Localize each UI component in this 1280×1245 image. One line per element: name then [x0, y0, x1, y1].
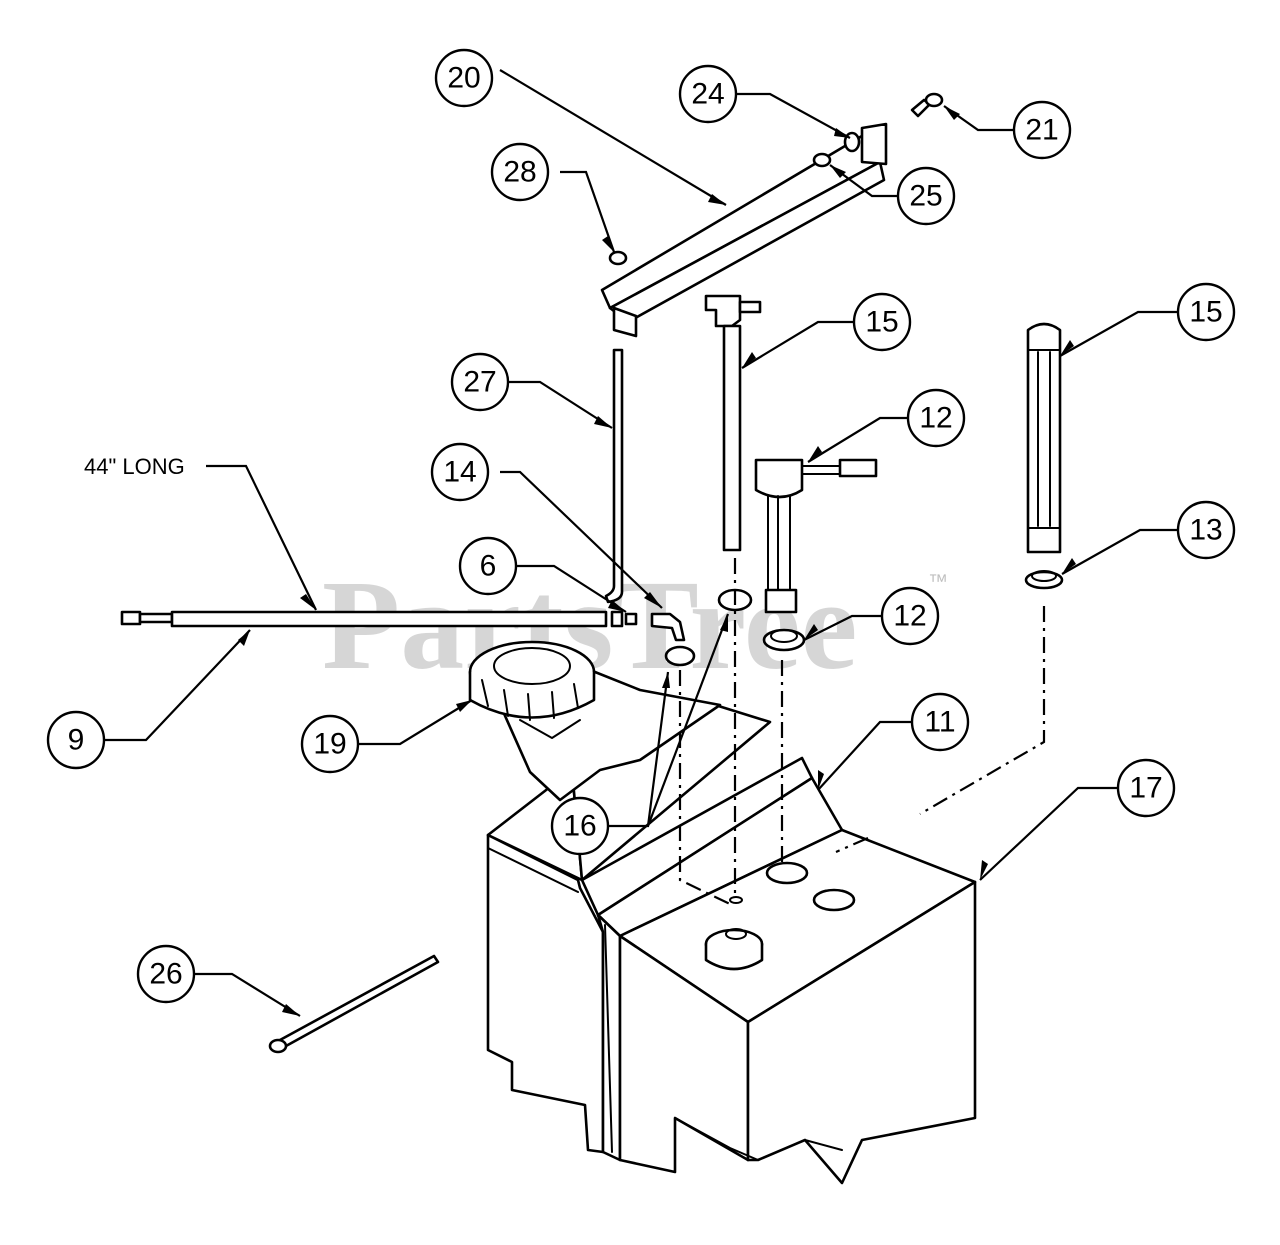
arrowheads [238, 106, 1076, 1016]
callout-28: 28 [490, 142, 550, 202]
callout-25: 25 [896, 166, 956, 226]
callout-12-ring-label: 12 [893, 600, 926, 633]
callout-26: 26 [136, 944, 196, 1004]
callout-20: 20 [434, 48, 494, 108]
cable-tie [268, 954, 440, 1054]
callout-14: 14 [430, 442, 490, 502]
callout-24: 24 [678, 64, 738, 124]
hose-length-note: 44" LONG [84, 454, 185, 479]
callout-6: 6 [458, 536, 518, 596]
callout-17: 17 [1116, 758, 1176, 818]
callout-24-label: 24 [691, 78, 724, 111]
callout-21: 21 [1012, 100, 1072, 160]
callout-11-label: 11 [924, 706, 955, 739]
rod [604, 348, 624, 604]
callout-9-label: 9 [68, 724, 85, 757]
callout-17-label: 17 [1129, 772, 1162, 805]
callout-27: 27 [450, 352, 510, 412]
callout-21-label: 21 [1025, 114, 1058, 147]
callout-15-outlet: 15 [852, 292, 912, 352]
watermark-trademark: ™ [928, 571, 948, 593]
callout-16-label: 16 [563, 810, 596, 843]
callout-12-sender: 12 [906, 388, 966, 448]
callout-15-outlet-label: 15 [865, 306, 898, 339]
sight-gauge [1024, 322, 1064, 590]
callout-15-gauge-label: 15 [1189, 296, 1222, 329]
callout-6-label: 6 [480, 550, 497, 583]
callout-13: 13 [1176, 500, 1236, 560]
callout-27-label: 27 [463, 366, 496, 399]
callout-19-label: 19 [313, 728, 346, 761]
fuel-cap [468, 640, 722, 802]
callout-20-label: 20 [447, 62, 480, 95]
fuel-sender [754, 458, 878, 652]
callout-12-ring: 12 [880, 586, 940, 646]
fuel-hose [120, 610, 686, 642]
callout-15-gauge: 15 [1176, 282, 1236, 342]
leader-lines [94, 69, 1178, 1017]
callout-28-label: 28 [503, 156, 536, 189]
callout-19: 19 [300, 714, 360, 774]
callout-16: 16 [550, 796, 610, 856]
bracket [600, 92, 944, 338]
callout-13-label: 13 [1189, 514, 1222, 547]
callout-14-label: 14 [443, 456, 476, 489]
callout-25-label: 25 [909, 180, 942, 213]
fuel-outlet-fitting [704, 294, 762, 552]
callout-11: 11 [910, 692, 970, 752]
callout-12-sender-label: 12 [919, 402, 952, 435]
callout-9: 9 [46, 710, 106, 770]
callout-26-label: 26 [149, 958, 182, 991]
